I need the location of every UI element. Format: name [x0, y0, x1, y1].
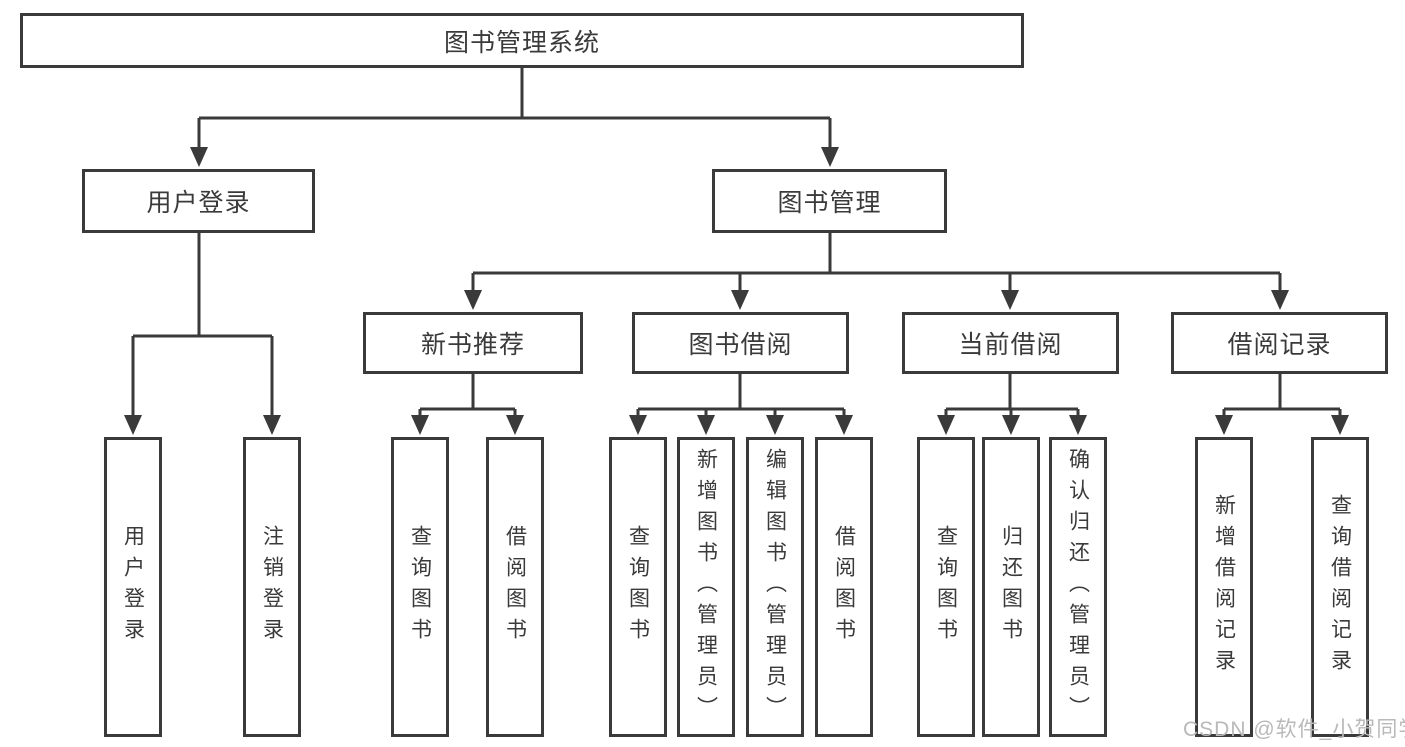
- node-label: 当前借阅: [958, 331, 1063, 359]
- node-library-management-system: 图书管理系统: [20, 13, 1024, 68]
- node-label: 查询借阅记录: [1328, 494, 1352, 680]
- node-cb-return-books: 归还图书: [982, 437, 1040, 737]
- node-label: 用户登录: [121, 525, 145, 649]
- node-bb-add-books-admin: 新增图书（管理员）: [677, 437, 735, 737]
- arrowhead-icons: [124, 147, 1349, 435]
- node-bb-edit-books-admin: 编辑图书（管理员）: [746, 437, 804, 737]
- node-nbr-borrow-books: 借阅图书: [486, 437, 544, 737]
- node-borrowing-records: 借阅记录: [1171, 312, 1388, 374]
- node-cb-query-books: 查询图书: [917, 437, 975, 737]
- node-label: 注销登录: [260, 525, 284, 649]
- node-nbr-query-books: 查询图书: [391, 437, 449, 737]
- node-label: 新增借阅记录: [1212, 494, 1236, 680]
- node-user-login-leaf: 用户登录: [104, 437, 162, 737]
- node-logout: 注销登录: [243, 437, 301, 737]
- node-label: 查询图书: [626, 525, 650, 649]
- node-cb-confirm-return-admin: 确认归还（管理员）: [1049, 437, 1107, 737]
- watermark: CSDN @软件_小贺同学: [1183, 718, 1405, 741]
- node-label: 图书管理系统: [443, 28, 600, 57]
- node-bb-borrow-books: 借阅图书: [815, 437, 873, 737]
- node-label: 图书管理: [777, 189, 882, 217]
- node-label: 图书借阅: [688, 331, 793, 359]
- node-label: 借阅记录: [1227, 331, 1332, 359]
- node-label: 查询图书: [934, 525, 958, 649]
- node-book-borrowing: 图书借阅: [632, 312, 849, 374]
- node-bb-query-books: 查询图书: [609, 437, 667, 737]
- node-br-query-record: 查询借阅记录: [1311, 437, 1369, 737]
- node-label: 用户登录: [146, 189, 251, 217]
- node-label: 归还图书: [999, 525, 1023, 649]
- node-label: 借阅图书: [832, 525, 856, 649]
- node-label: 确认归还（管理员）: [1066, 447, 1090, 727]
- node-label: 借阅图书: [503, 525, 527, 649]
- node-label: 新书推荐: [420, 331, 525, 359]
- node-br-add-record: 新增借阅记录: [1195, 437, 1253, 737]
- node-label: 新增图书（管理员）: [694, 447, 718, 727]
- node-current-borrowing: 当前借阅: [902, 312, 1119, 374]
- node-new-book-recommend: 新书推荐: [363, 312, 583, 374]
- connector-lines: [131, 68, 1342, 418]
- node-label: 编辑图书（管理员）: [763, 447, 787, 727]
- node-book-management: 图书管理: [712, 169, 947, 233]
- node-label: 查询图书: [408, 525, 432, 649]
- node-user-login: 用户登录: [82, 169, 315, 233]
